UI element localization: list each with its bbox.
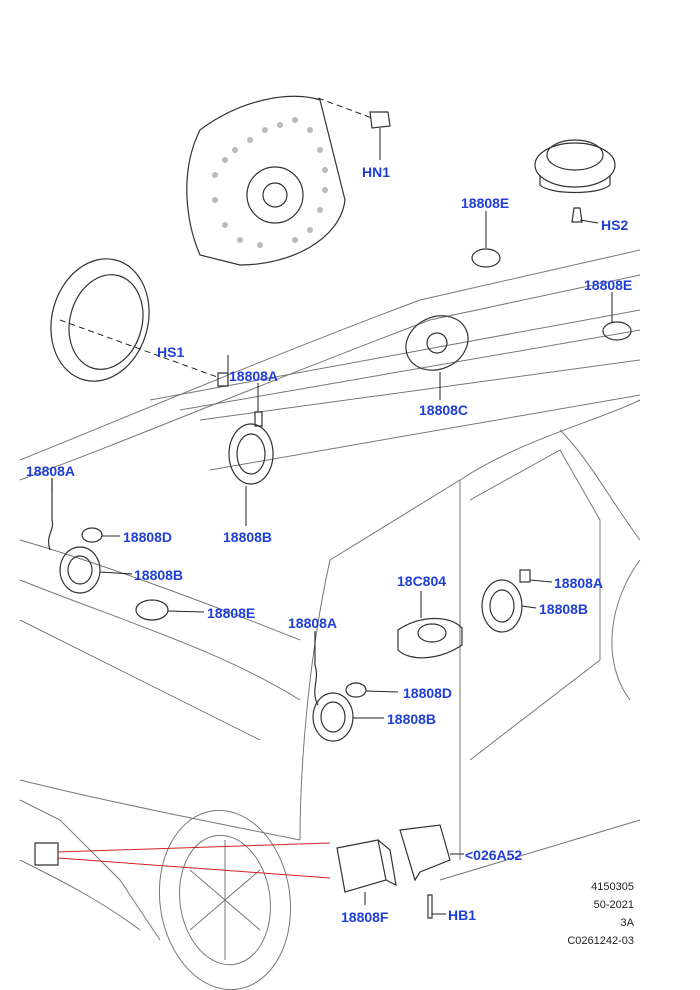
callout-18808e-right[interactable]: 18808E [584, 277, 633, 293]
callout-18808a-rear[interactable]: 18808A [554, 575, 604, 591]
diagram-id: 4150305 [591, 881, 634, 893]
callout-18808a-left[interactable]: 18808A [26, 463, 76, 479]
dashed-leaders [59, 97, 373, 379]
tweeter-hs2 [534, 139, 616, 223]
callout-hs2[interactable]: HS2 [601, 217, 629, 233]
speaker-18c804 [397, 617, 463, 659]
amplifier-18808f [336, 839, 397, 893]
callout-026a52[interactable]: <026A52 [465, 847, 523, 863]
door-speaker-hs1 [50, 258, 229, 387]
speaker-18808c [405, 315, 469, 371]
connector-module [34, 842, 59, 866]
callout-18808f[interactable]: 18808F [341, 909, 389, 925]
callout-18808a-roof[interactable]: 18808A [229, 368, 279, 384]
callout-18808b-roof[interactable]: 18808B [223, 529, 273, 545]
diagram-date: 50-2021 [593, 899, 634, 911]
tweeter-18808e-left [135, 599, 169, 621]
callout-leaders [51, 128, 613, 915]
harness-front [314, 632, 319, 706]
nut-hn1 [369, 111, 391, 129]
callout-18808d-left[interactable]: 18808D [123, 529, 173, 545]
subwoofer-speaker [186, 95, 346, 266]
callout-18808b-front[interactable]: 18808B [387, 711, 437, 727]
callout-hn1[interactable]: HN1 [362, 164, 391, 180]
callout-18808e-left[interactable]: 18808E [207, 605, 256, 621]
clip-18808d-left [81, 527, 103, 543]
red-wiring [57, 842, 331, 879]
front-wheel [158, 809, 292, 990]
diagram-code: C0261242-03 [567, 935, 634, 947]
speaker-18808b-front [312, 692, 354, 742]
speaker-18808b-rear [481, 569, 531, 633]
callout-18808a-front[interactable]: 18808A [288, 615, 338, 631]
callout-hb1[interactable]: HB1 [448, 907, 477, 923]
clip-18808d-front [345, 682, 367, 698]
bolt-hb1 [427, 894, 433, 919]
rear-wheel-arch [611, 559, 641, 701]
callout-hs1[interactable]: HS1 [157, 344, 185, 360]
callout-18808b-rear[interactable]: 18808B [539, 601, 589, 617]
callout-18808d-front[interactable]: 18808D [403, 685, 453, 701]
speaker-18808b-left [59, 546, 101, 594]
tweeter-18808e-right [602, 321, 632, 341]
vehicle-body-outline [19, 249, 641, 941]
diagram-revision: 3A [620, 917, 634, 929]
callout-18808c[interactable]: 18808C [419, 402, 469, 418]
callout-18c804[interactable]: 18C804 [397, 573, 447, 589]
tweeter-18808e-top [471, 248, 501, 268]
harness-left [48, 478, 54, 551]
callout-18808e-top[interactable]: 18808E [461, 195, 510, 211]
speaker-18808b-roof [228, 411, 274, 485]
bracket-026a52 [399, 824, 451, 882]
callout-18808b-left[interactable]: 18808B [134, 567, 184, 583]
